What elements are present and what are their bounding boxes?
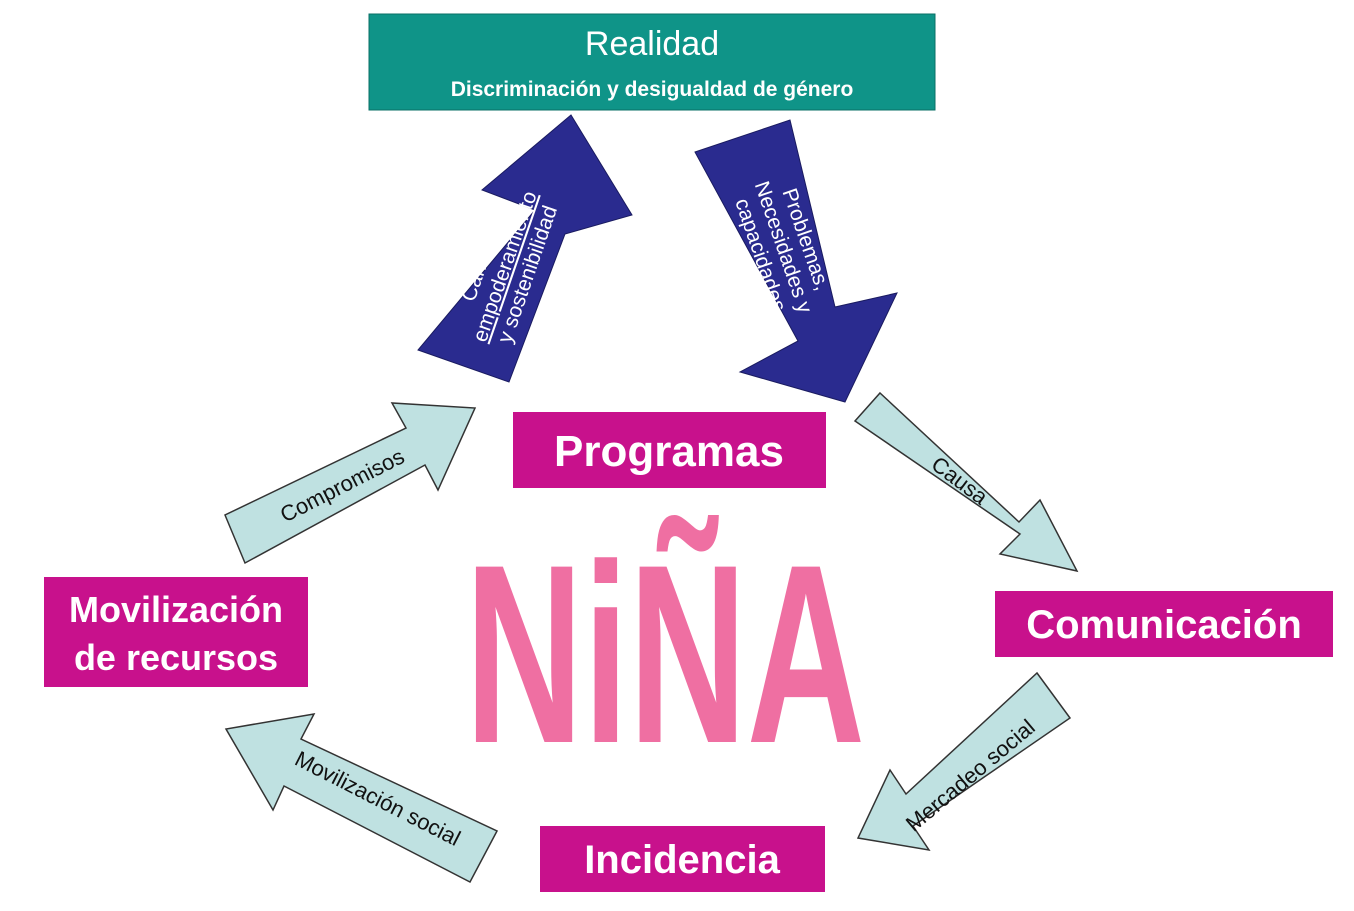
realidad-subtitle: Discriminación y desigualdad de género	[451, 78, 854, 101]
nina-logo: NiÑA	[465, 512, 865, 797]
compromisos-arrow: Compromisos	[224, 402, 477, 565]
movilizacion-recursos-box: Movilización de recursos	[44, 577, 308, 687]
causa-label: Causa	[927, 451, 993, 510]
mercadeo-label: Mercadeo social	[901, 714, 1040, 836]
realidad-title: Realidad	[585, 25, 719, 63]
realidad-box: Realidad Discriminación y desigualdad de…	[368, 13, 936, 111]
problemas-arrow: Problemas, Necesidades y capacidades	[694, 119, 898, 403]
comunicacion-label: Comunicación	[1026, 603, 1302, 647]
incidencia-label: Incidencia	[584, 838, 780, 882]
movilizacion-recursos-label-1: Movilización	[69, 589, 283, 630]
movilizacion-recursos-label-2: de recursos	[74, 637, 278, 678]
nina-logo-text: NiÑA	[465, 512, 865, 797]
cambios-arrow: Cambios, empoderamiento y sostenibilidad	[417, 114, 633, 383]
programas-box: Programas	[513, 412, 826, 488]
incidencia-box: Incidencia	[540, 826, 825, 892]
programas-label: Programas	[554, 427, 784, 476]
mercadeo-arrow: Mercadeo social	[856, 671, 1072, 852]
causa-arrow: Causa	[853, 391, 1079, 573]
comunicacion-box: Comunicación	[995, 591, 1333, 657]
movilizacion-social-arrow: Movilización social	[224, 713, 499, 884]
